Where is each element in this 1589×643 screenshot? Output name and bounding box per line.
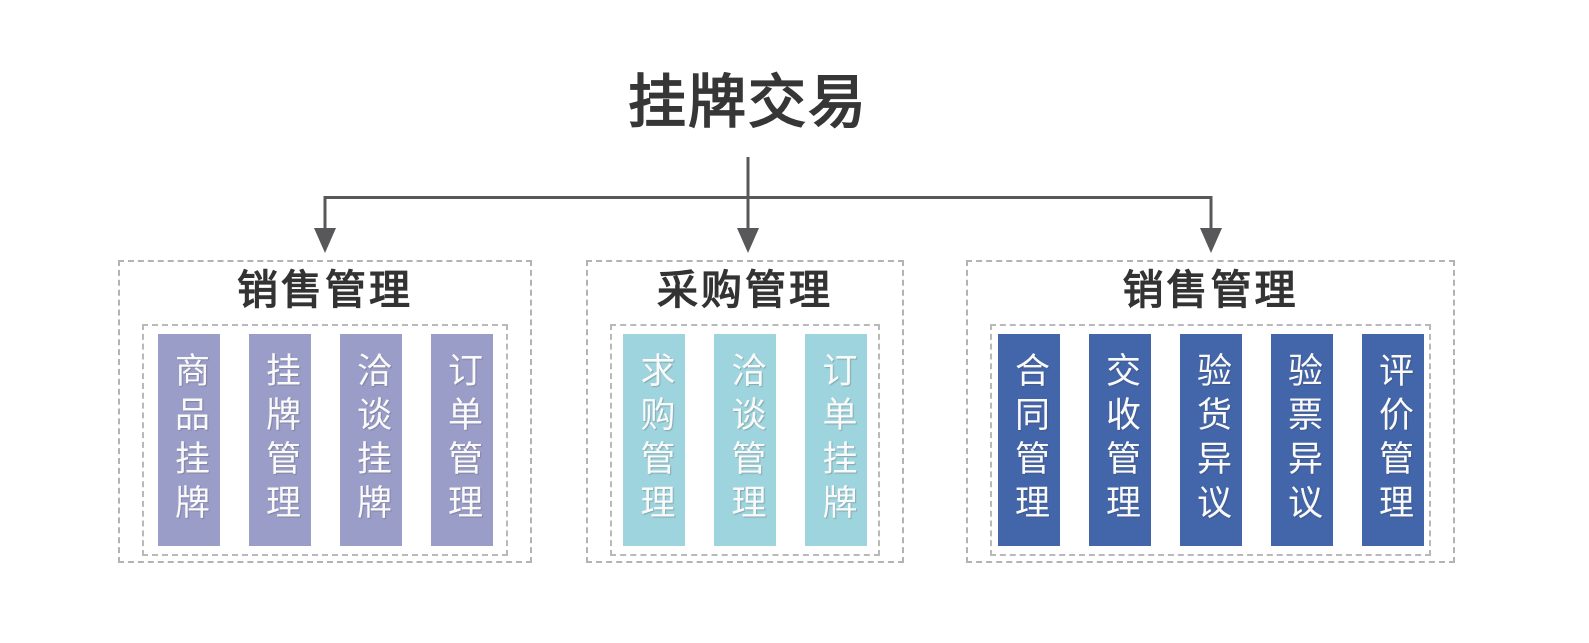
group-title: 销售管理 bbox=[237, 266, 413, 314]
modules-box: 求购管理 洽谈管理 订单挂牌 bbox=[610, 324, 880, 556]
group-title: 采购管理 bbox=[657, 266, 833, 314]
module-bar: 订单管理 bbox=[430, 334, 493, 546]
modules-box: 合同管理 交收管理 验货异议 验票异议 评价管理 bbox=[990, 324, 1431, 556]
module-bar: 求购管理 bbox=[623, 334, 685, 546]
module-bar: 订单挂牌 bbox=[805, 334, 867, 546]
group-title: 销售管理 bbox=[1122, 266, 1299, 314]
group-box-1: 销售管理 商品挂牌 挂牌管理 洽谈挂牌 订单管理 bbox=[118, 260, 532, 563]
module-label: 交收管理 bbox=[1100, 352, 1140, 528]
module-bar: 洽谈管理 bbox=[714, 334, 776, 546]
arrowhead-icon bbox=[1200, 228, 1222, 253]
module-bar: 挂牌管理 bbox=[248, 334, 311, 546]
module-bar: 交收管理 bbox=[1088, 334, 1151, 546]
module-bar: 洽谈挂牌 bbox=[339, 334, 402, 546]
module-bar: 合同管理 bbox=[997, 334, 1060, 546]
module-label: 洽谈管理 bbox=[725, 352, 766, 528]
module-label: 求购管理 bbox=[634, 352, 675, 528]
module-label: 验货异议 bbox=[1191, 352, 1231, 528]
module-bar: 验票异议 bbox=[1270, 334, 1333, 546]
module-bar: 验货异议 bbox=[1179, 334, 1242, 546]
module-label: 挂牌管理 bbox=[260, 352, 300, 528]
arrowhead-icon bbox=[314, 228, 336, 253]
module-label: 合同管理 bbox=[1009, 352, 1049, 528]
group-box-3: 销售管理 合同管理 交收管理 验货异议 验票异议 评价管理 bbox=[966, 260, 1455, 563]
arrowhead-icon bbox=[737, 228, 759, 253]
diagram-title: 挂牌交易 bbox=[627, 68, 869, 136]
module-label: 商品挂牌 bbox=[169, 352, 209, 528]
module-label: 订单挂牌 bbox=[816, 352, 857, 528]
module-bar: 评价管理 bbox=[1361, 334, 1424, 546]
module-label: 评价管理 bbox=[1373, 352, 1413, 528]
module-label: 验票异议 bbox=[1282, 352, 1322, 528]
module-bar: 商品挂牌 bbox=[157, 334, 220, 546]
modules-box: 商品挂牌 挂牌管理 洽谈挂牌 订单管理 bbox=[142, 324, 508, 556]
group-box-2: 采购管理 求购管理 洽谈管理 订单挂牌 bbox=[586, 260, 904, 563]
module-label: 订单管理 bbox=[442, 352, 482, 528]
module-label: 洽谈挂牌 bbox=[351, 352, 391, 528]
